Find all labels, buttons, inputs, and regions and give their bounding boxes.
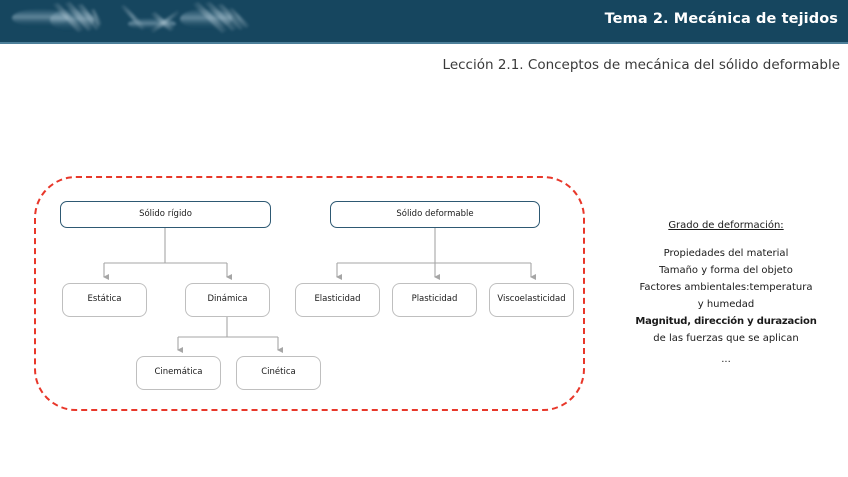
node-solido-deformable[interactable]: Sólido deformable xyxy=(330,201,540,228)
header-bar: Tema 2. Mecánica de tejidos xyxy=(0,0,848,44)
page-title: Tema 2. Mecánica de tejidos xyxy=(604,11,838,27)
diagram-highlight-outline xyxy=(34,176,585,411)
node-estatica[interactable]: Estática xyxy=(62,283,147,317)
notes-line-5: Magnitud, dirección y durazacion xyxy=(635,316,817,327)
node-solido-rigido[interactable]: Sólido rígido xyxy=(60,201,271,228)
node-dinamica[interactable]: Dinámica xyxy=(185,283,270,317)
abstract-streaks-graphic xyxy=(12,2,250,33)
node-elasticidad[interactable]: Elasticidad xyxy=(295,283,380,317)
node-cinematica[interactable]: Cinemática xyxy=(136,356,221,390)
deformation-notes: Grado de deformación: Propiedades del ma… xyxy=(608,220,844,368)
notes-title: Grado de deformación: xyxy=(668,220,784,231)
notes-ellipsis: ... xyxy=(721,354,731,365)
node-plasticidad[interactable]: Plasticidad xyxy=(392,283,477,317)
notes-line-2: Tamaño y forma del objeto xyxy=(659,265,793,276)
notes-line-6: de las fuerzas que se aplican xyxy=(653,333,799,344)
lesson-subtitle: Lección 2.1. Conceptos de mecánica del s… xyxy=(442,57,840,73)
notes-line-4: y humedad xyxy=(697,299,755,310)
notes-line-3: Factores ambientales:temperatura xyxy=(639,282,813,293)
node-viscoelasticidad[interactable]: Viscoelasticidad xyxy=(489,283,574,317)
node-cinetica[interactable]: Cinética xyxy=(236,356,321,390)
notes-line-1: Propiedades del material xyxy=(663,248,789,259)
